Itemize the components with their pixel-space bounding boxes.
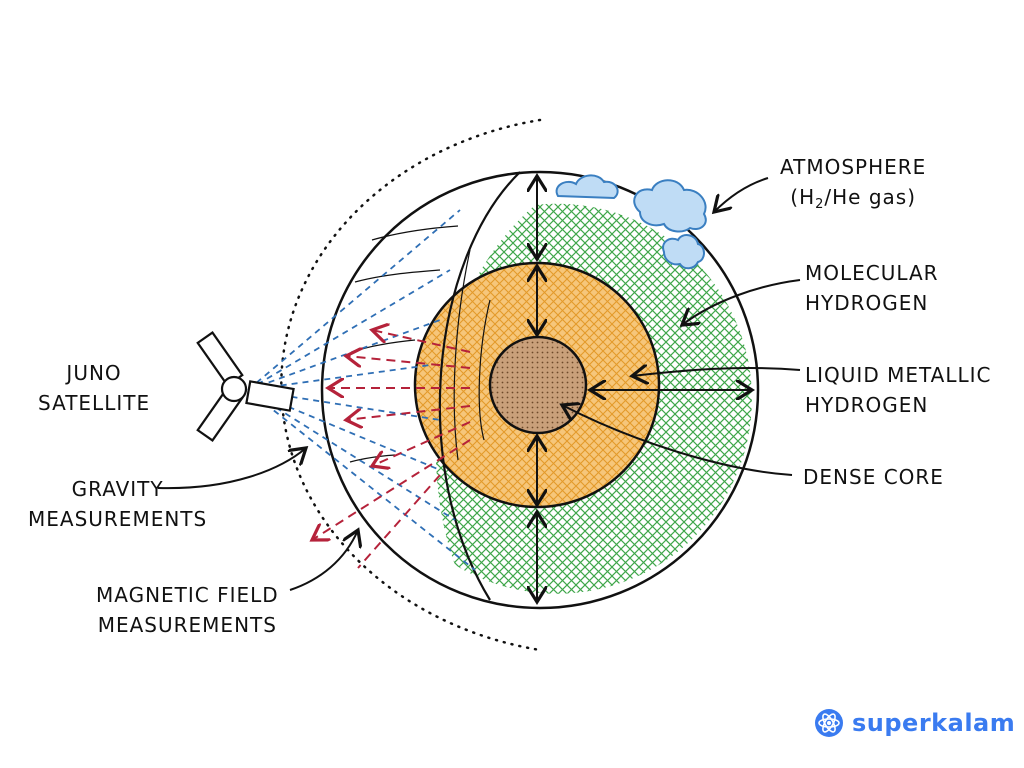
magnetic-field-measurements-label-line1: MAGNETIC FIELD bbox=[96, 583, 279, 607]
atom-logo-icon bbox=[815, 709, 843, 737]
magnetic-field-measurements-label-line2: MEASUREMENTS bbox=[97, 613, 277, 637]
gravity-measurements-label-line2: MEASUREMENTS bbox=[28, 507, 208, 531]
layer-thickness-arrows bbox=[537, 176, 752, 602]
cutaway-edge bbox=[438, 171, 521, 601]
gravity-measurements-label: GRAVITY MEASUREMENTS bbox=[28, 474, 207, 534]
molecular-hydrogen-label: MOLECULAR HYDROGEN bbox=[805, 258, 939, 318]
atmosphere-formula-suffix: /He gas) bbox=[824, 185, 917, 209]
juno-satellite-icon bbox=[196, 331, 295, 442]
atmosphere-label: ATMOSPHERE (H2/He gas) bbox=[780, 152, 926, 220]
surface-band bbox=[371, 225, 459, 241]
cutaway-edge-inner bbox=[453, 249, 471, 461]
juno-orbit-arc bbox=[280, 118, 542, 652]
gravity-measurements-label-line1: GRAVITY bbox=[71, 477, 164, 501]
atmosphere-label-line1: ATMOSPHERE bbox=[780, 155, 927, 179]
brand-watermark: superkalam bbox=[814, 708, 1015, 738]
dense-core-layer bbox=[488, 335, 588, 435]
cloud-icon bbox=[555, 174, 619, 200]
cloud-icon bbox=[662, 234, 705, 270]
liquid-metallic-hydrogen-label-line2: HYDROGEN bbox=[805, 393, 929, 417]
dense-core-label-line1: DENSE CORE bbox=[803, 465, 944, 489]
dense-core-label: DENSE CORE bbox=[803, 462, 944, 492]
juno-satellite-label-line1: JUNO bbox=[66, 361, 122, 385]
juno-satellite-label: JUNO SATELLITE bbox=[38, 358, 150, 418]
liquid-metallic-hydrogen-label-line1: LIQUID METALLIC bbox=[805, 363, 992, 387]
atmosphere-formula-prefix: (H bbox=[790, 185, 816, 209]
label-leaders bbox=[157, 177, 801, 591]
brand-name: superkalam bbox=[852, 709, 1016, 737]
molecular-hydrogen-label-line1: MOLECULAR bbox=[805, 261, 939, 285]
atmosphere-formula-subscript: 2 bbox=[815, 197, 825, 212]
cloud-icon bbox=[633, 179, 707, 233]
juno-satellite-label-line2: SATELLITE bbox=[38, 391, 151, 415]
magnetic-field-measurements-label: MAGNETIC FIELD MEASUREMENTS bbox=[96, 580, 279, 640]
atmosphere-label-line2: (H2/He gas) bbox=[780, 182, 926, 220]
liquid-metallic-hydrogen-label: LIQUID METALLIC HYDROGEN bbox=[805, 360, 991, 420]
magnetic-field-arrows bbox=[312, 330, 471, 569]
surface-band bbox=[354, 269, 441, 283]
cutaway-edge-inner-2 bbox=[478, 299, 491, 441]
molecular-hydrogen-label-line2: HYDROGEN bbox=[805, 291, 929, 315]
atmosphere-clouds bbox=[555, 174, 707, 270]
